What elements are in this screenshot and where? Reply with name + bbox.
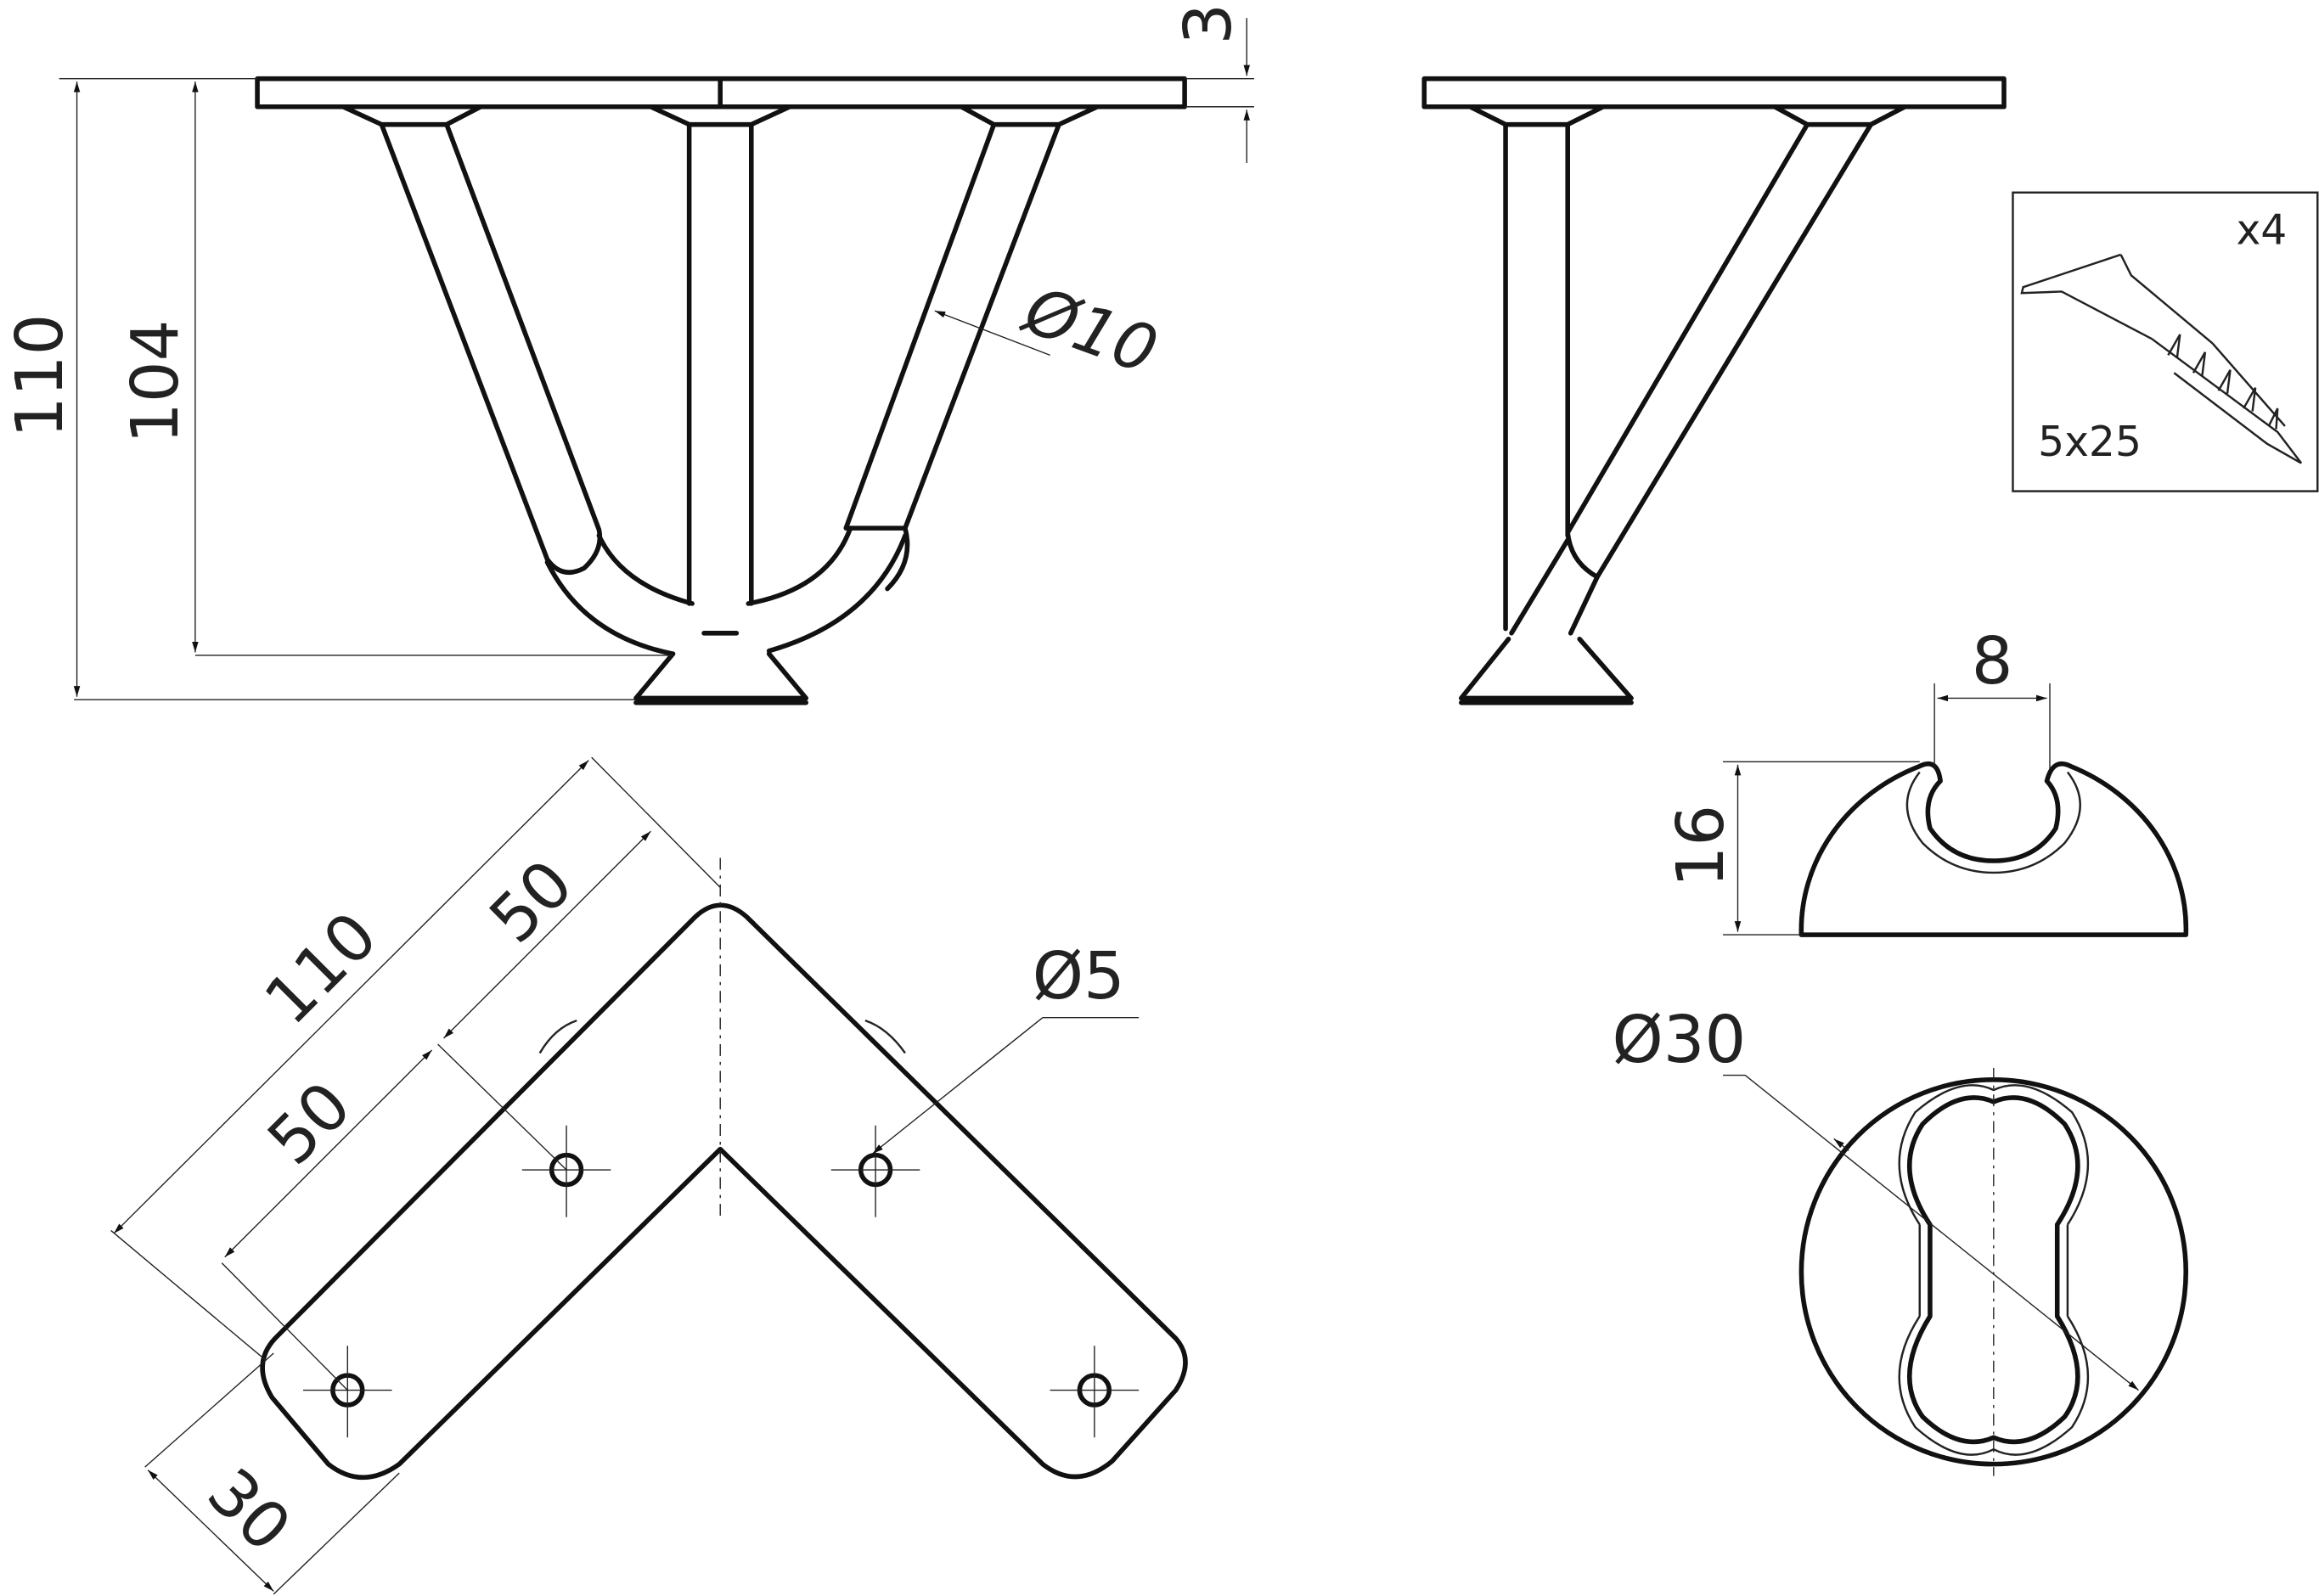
corner-plate [260, 902, 1188, 1481]
leg-center [686, 121, 754, 606]
foot-profile-view: 8 16 [1663, 624, 2189, 937]
dim-hole-spacing-inner: 50 [254, 1068, 366, 1180]
dim-leg-diameter: Ø10 [1012, 272, 1167, 390]
hole [830, 1125, 920, 1217]
dim-slot-width: 8 [1972, 624, 2013, 700]
hole [1050, 1346, 1140, 1438]
dim-foot-height: 16 [1663, 805, 1739, 888]
collar-left [341, 104, 483, 127]
dim-hole-diameter: Ø5 [1033, 939, 1125, 1014]
dim-plate-thickness: 3 [1171, 3, 1247, 45]
side-view [1421, 76, 2007, 705]
leg-left [379, 121, 603, 576]
screw-size: 5x25 [2038, 419, 2142, 466]
dim-foot-diameter: Ø30 [1612, 1003, 1746, 1078]
dim-leg-height: 104 [118, 320, 194, 444]
dim-hole-spacing-outer: 50 [476, 846, 588, 958]
front-view: 110 104 3 Ø10 [3, 3, 1254, 705]
collar-center [648, 104, 792, 127]
leg-right [843, 121, 1061, 592]
dim-arm-length: 110 [250, 898, 391, 1039]
dim-arm-width: 30 [193, 1454, 305, 1566]
screw-icon [2020, 253, 2303, 464]
dim-overall-height: 110 [3, 314, 78, 438]
collar-right [959, 104, 1100, 127]
screw-quantity: x4 [2236, 207, 2287, 255]
screw-holes [303, 1125, 1140, 1438]
hardware-box: x4 5x25 [2012, 191, 2319, 492]
foot-bottom-view: Ø30 [1612, 1003, 2189, 1476]
top-view: 110 50 50 Ø5 30 [110, 756, 1188, 1595]
foot [633, 651, 809, 701]
foot-curve [544, 525, 908, 656]
